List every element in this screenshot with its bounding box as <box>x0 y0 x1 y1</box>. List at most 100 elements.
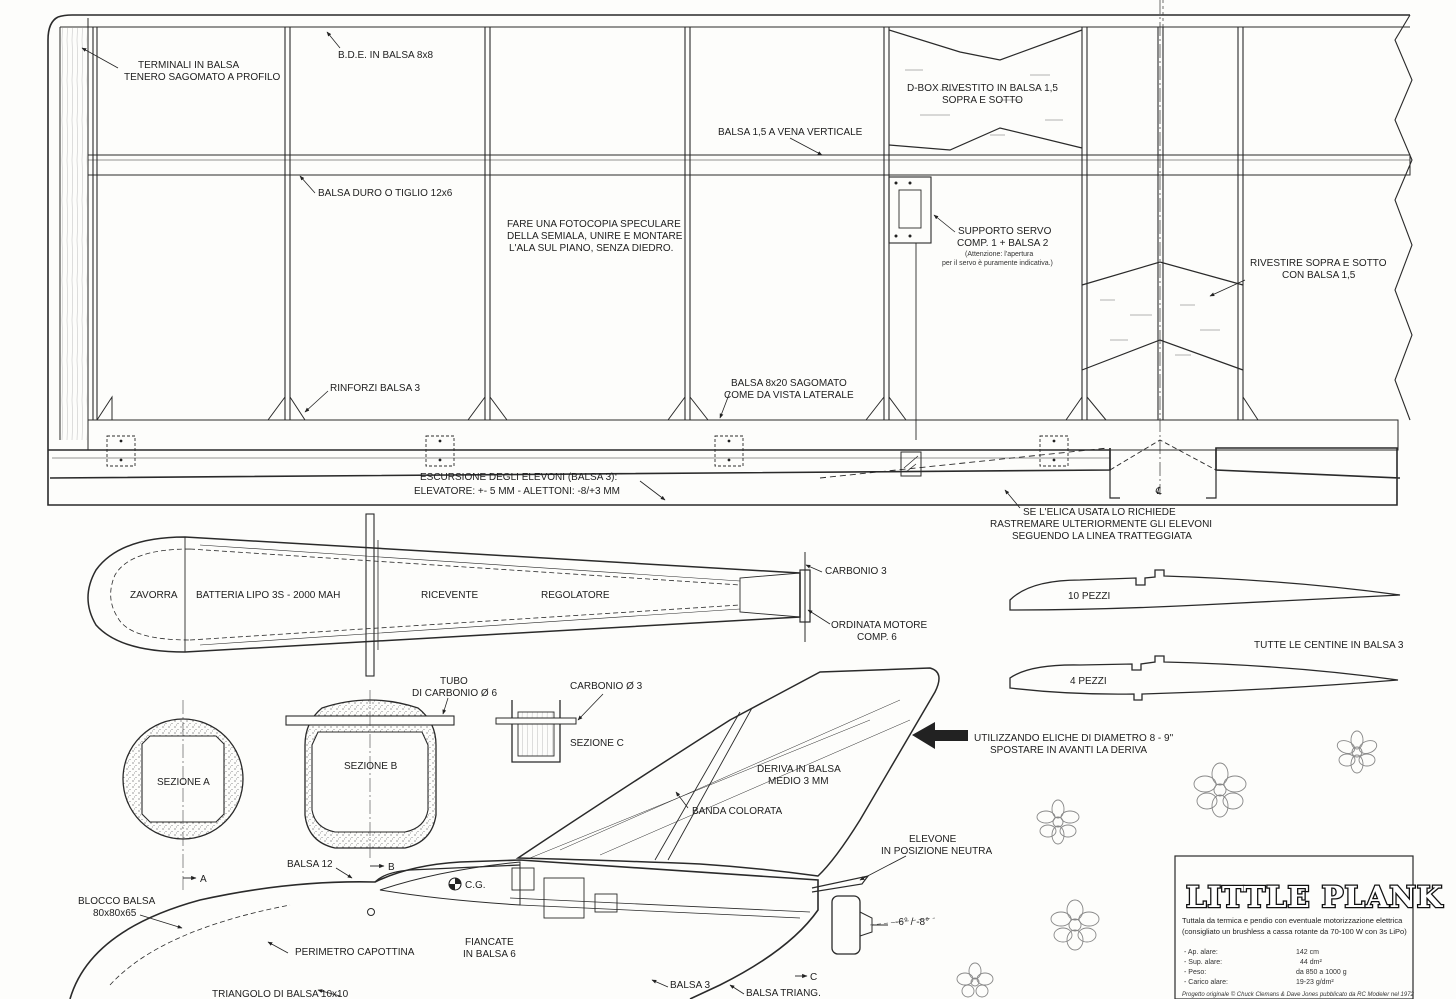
side-view: C.G. -6° / -8° A B C UTILIZZANDO ELICH <box>69 667 1174 999</box>
motor <box>831 895 861 955</box>
rib-4-pieces <box>1009 655 1399 701</box>
servo-support <box>888 176 932 244</box>
control-horn <box>900 451 922 477</box>
label-perimetro: PERIMETRO CAPOTTINA <box>295 947 415 958</box>
label-elevone-1: ELEVONE <box>909 834 957 845</box>
mark-a: A <box>200 874 207 885</box>
label-rib-1: 10 PEZZI <box>1068 591 1110 602</box>
fuselage-top-outline <box>87 536 801 653</box>
flower-decorations <box>956 730 1378 998</box>
label-balsa-triang: BALSA TRIANG. <box>746 988 821 999</box>
label-deriva-1: DERIVA IN BALSA <box>757 764 841 775</box>
label-servo-1: SUPPORTO SERVO <box>958 226 1052 237</box>
label-cg: C.G. <box>465 880 486 891</box>
label-servo-3: (Attenzione: l'apertura <box>965 251 1033 258</box>
label-dbox-1: D-BOX RIVESTITO IN BALSA 1,5 <box>907 83 1058 94</box>
wing-ribs <box>92 27 1244 420</box>
label-ricevente: RICEVENTE <box>421 590 479 601</box>
label-triangolo: TRIANGOLO DI BALSA 10x10 <box>212 989 349 999</box>
flower-icon <box>1050 899 1100 951</box>
label-elica-3: SEGUENDO LA LINEA TRATTEGGIATA <box>1012 531 1192 542</box>
label-zavorra: ZAVORRA <box>130 590 178 601</box>
label-batteria: BATTERIA LIPO 3S - 2000 MAH <box>196 590 340 601</box>
spec-value-3: 19-23 g/dm² <box>1296 979 1334 986</box>
label-elevone-2: IN POSIZIONE NEUTRA <box>881 846 992 857</box>
title-block-sub-2: (consigliato un brushless a cassa rotant… <box>1182 927 1407 936</box>
label-terminali-2: TENERO SAGOMATO A PROFILO <box>124 72 281 83</box>
dbox-sheeting <box>888 29 1244 371</box>
label-rib-2: 4 PEZZI <box>1070 676 1107 687</box>
spec-label-2: - Peso: <box>1184 969 1206 976</box>
title-block-credit: Progetto originale © Chuck Clemans & Dav… <box>1182 991 1415 998</box>
label-rivestire-1: RIVESTIRE SOPRA E SOTTO <box>1250 258 1387 269</box>
label-balsa-duro: BALSA DURO O TIGLIO 12x6 <box>318 188 453 199</box>
label-regolatore: REGOLATORE <box>541 590 610 601</box>
flower-icon <box>956 962 994 998</box>
label-section-a: SEZIONE A <box>157 777 210 788</box>
side-leaders <box>139 791 907 997</box>
label-blocco-1: BLOCCO BALSA <box>78 896 156 907</box>
label-rinforzi: RINFORZI BALSA 3 <box>330 383 420 394</box>
label-fotocopia-3: L'ALA SUL PIANO, SENZA DIEDRO. <box>509 243 673 254</box>
wing-outline <box>47 14 1410 506</box>
label-balsa-vena: BALSA 1,5 A VENA VERTICALE <box>718 127 863 138</box>
label-elica-2: RASTREMARE ULTERIORMENTE GLI ELEVONI <box>990 519 1212 530</box>
wing-ribs-templates: 10 PEZZI 4 PEZZI TUTTE LE CENTINE IN BAL… <box>1009 569 1404 701</box>
label-elica-1: SE L'ELICA USATA LO RICHIEDE <box>1023 507 1176 518</box>
flower-icon <box>1336 730 1378 774</box>
svg-text:℄: ℄ <box>1155 486 1162 497</box>
section-views: SEZIONE A SEZIONE B TUBO DI CARBONIO Ø 6… <box>122 676 643 890</box>
spec-label-1: - Sup. alare: <box>1184 959 1222 966</box>
label-terminali-1: TERMINALI IN BALSA <box>138 60 239 71</box>
label-fotocopia-2: DELLA SEMIALA, UNIRE E MONTARE <box>507 231 683 242</box>
label-balsa-3: BALSA 3 <box>670 980 710 991</box>
label-deriva-2: MEDIO 3 MM <box>768 776 829 787</box>
spec-value-0: 142 cm <box>1296 949 1319 956</box>
label-section-c: SEZIONE C <box>570 738 624 749</box>
label-carbonio-3: CARBONIO 3 <box>825 566 887 577</box>
label-balsa-12: BALSA 12 <box>287 859 333 870</box>
section-c <box>495 700 577 763</box>
label-balsa-8x20-2: COME DA VISTA LATERALE <box>724 390 854 401</box>
label-escursione-1: ESCURSIONE DEGLI ELEVONI (BALSA 3): <box>420 472 617 483</box>
label-ribs-note: TUTTE LE CENTINE IN BALSA 3 <box>1254 640 1404 651</box>
label-rivestire-2: CON BALSA 1,5 <box>1282 270 1356 281</box>
label-fotocopia-1: FARE UNA FOTOCOPIA SPECULARE <box>507 219 681 230</box>
spec-label-3: - Carico alare: <box>1184 979 1228 986</box>
title-block-title: LITTLE PLANK <box>1186 880 1444 914</box>
mark-c: C <box>810 972 817 983</box>
label-servo-2: COMP. 1 + BALSA 2 <box>957 238 1049 249</box>
label-fiancate-1: FIANCATE <box>465 937 514 948</box>
spec-label-0: - Ap. alare: <box>1184 949 1218 956</box>
spec-value-2: da 850 a 1000 g <box>1296 969 1347 976</box>
spec-value-1: 44 dm² <box>1300 959 1322 966</box>
wing-gussets <box>96 395 1259 421</box>
fuselage-side <box>69 859 819 999</box>
label-carbonio-s: CARBONIO Ø 3 <box>570 681 643 692</box>
label-elica-side-2: SPOSTARE IN AVANTI LA DERIVA <box>990 745 1147 756</box>
mark-b: B <box>388 862 395 873</box>
label-servo-4: per il servo è puramente indicativa.) <box>942 260 1053 267</box>
flower-icon <box>1036 799 1080 845</box>
rib-10-pieces <box>1009 569 1401 611</box>
label-dbox-2: SOPRA E SOTTO <box>942 95 1023 106</box>
label-angle: -6° / -8° <box>895 917 929 928</box>
title-block-sub-1: Tuttala da termica e pendio con eventual… <box>1182 916 1403 925</box>
label-ordinata-2: COMP. 6 <box>857 632 897 643</box>
fin <box>515 667 940 877</box>
label-elica-side-1: UTILIZZANDO ELICHE DI DIAMETRO 8 - 9" <box>974 733 1174 744</box>
move-fin-arrow <box>912 722 968 749</box>
wing-plan: ℄ TERMINALI IN BALSA TENERO SAGOMATO A P… <box>47 0 1413 542</box>
label-ordinata-1: ORDINATA MOTORE <box>831 620 927 631</box>
label-balsa-8x20-1: BALSA 8x20 SAGOMATO <box>731 378 847 389</box>
wing-tip-grain <box>61 28 87 440</box>
label-banda: BANDA COLORATA <box>692 806 783 817</box>
wing-leaders <box>81 31 1246 509</box>
elevon-hinges <box>106 435 1069 467</box>
flower-icon <box>1193 762 1247 818</box>
label-blocco-2: 80x80x65 <box>93 908 137 919</box>
label-tubo-1: TUBO <box>440 676 468 687</box>
fuselage-top-view: ZAVORRA BATTERIA LIPO 3S - 2000 MAH RICE… <box>87 513 927 677</box>
